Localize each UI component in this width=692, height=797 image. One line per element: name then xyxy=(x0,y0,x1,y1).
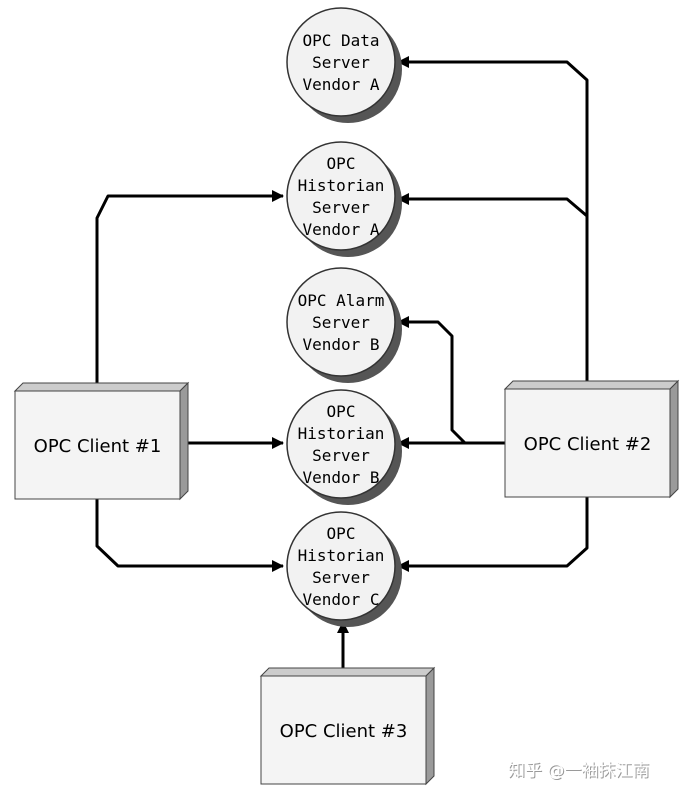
server-label-line: Historian xyxy=(298,424,385,443)
client-box-c2: OPC Client #2 xyxy=(503,379,680,499)
server-label-line: Vendor B xyxy=(302,335,379,354)
server-label-line: OPC xyxy=(327,402,356,421)
server-label-line: Server xyxy=(312,313,370,332)
connections-layer xyxy=(95,56,589,676)
server-circle xyxy=(286,511,396,621)
server-label-line: Vendor B xyxy=(302,468,379,487)
server-circle xyxy=(286,389,396,499)
client-box-front xyxy=(504,388,671,498)
connection-c2-to-s2 xyxy=(397,193,589,389)
client-box-side xyxy=(425,666,435,786)
clients-layer: OPC Client #1 OPC Client #2 OPC Client #3 xyxy=(13,379,680,786)
server-circle xyxy=(286,267,396,377)
connection-c1-to-s5 xyxy=(95,499,284,572)
watermark: 知乎 @一袖抹江南 知乎 @一袖抹江南 xyxy=(508,761,650,782)
watermark-shadow: 知乎 @一袖抹江南 xyxy=(509,762,650,782)
client-label: OPC Client #3 xyxy=(280,721,408,742)
connection-c2-to-s5 xyxy=(397,497,589,572)
server-label-line: Vendor C xyxy=(302,590,379,609)
server-label-line: OPC xyxy=(327,154,356,173)
watermark-text: 知乎 @一袖抹江南 xyxy=(508,761,649,781)
server-label-line: OPC xyxy=(327,524,356,543)
server-label-line: Vendor A xyxy=(302,220,379,239)
server-label-line: Server xyxy=(312,568,370,587)
connection-c2-to-s1 xyxy=(397,56,589,389)
server-label-line: Server xyxy=(312,446,370,465)
client-box-side xyxy=(669,379,679,499)
client-box-c3: OPC Client #3 xyxy=(259,666,436,786)
client-box-top xyxy=(503,380,680,390)
client-box-top xyxy=(13,382,190,392)
client-box-front xyxy=(260,675,427,785)
client-box-top xyxy=(259,667,436,677)
server-circle xyxy=(286,141,396,251)
server-label-line: Historian xyxy=(298,176,385,195)
server-circle xyxy=(286,7,396,117)
connection-c1-to-s2 xyxy=(95,190,284,391)
client-box-front xyxy=(14,390,181,500)
client-label: OPC Client #2 xyxy=(524,434,652,455)
server-label-line: Server xyxy=(312,53,370,72)
client-box-c1: OPC Client #1 xyxy=(13,381,190,501)
client-box-side xyxy=(179,381,189,501)
server-label-line: OPC Data xyxy=(302,31,379,50)
client-label: OPC Client #1 xyxy=(34,436,162,457)
server-label-line: Historian xyxy=(298,546,385,565)
server-label-line: Vendor A xyxy=(302,75,379,94)
server-label-line: OPC Alarm xyxy=(298,291,385,310)
connection-c2-to-s3 xyxy=(397,316,505,445)
server-label-line: Server xyxy=(312,198,370,217)
